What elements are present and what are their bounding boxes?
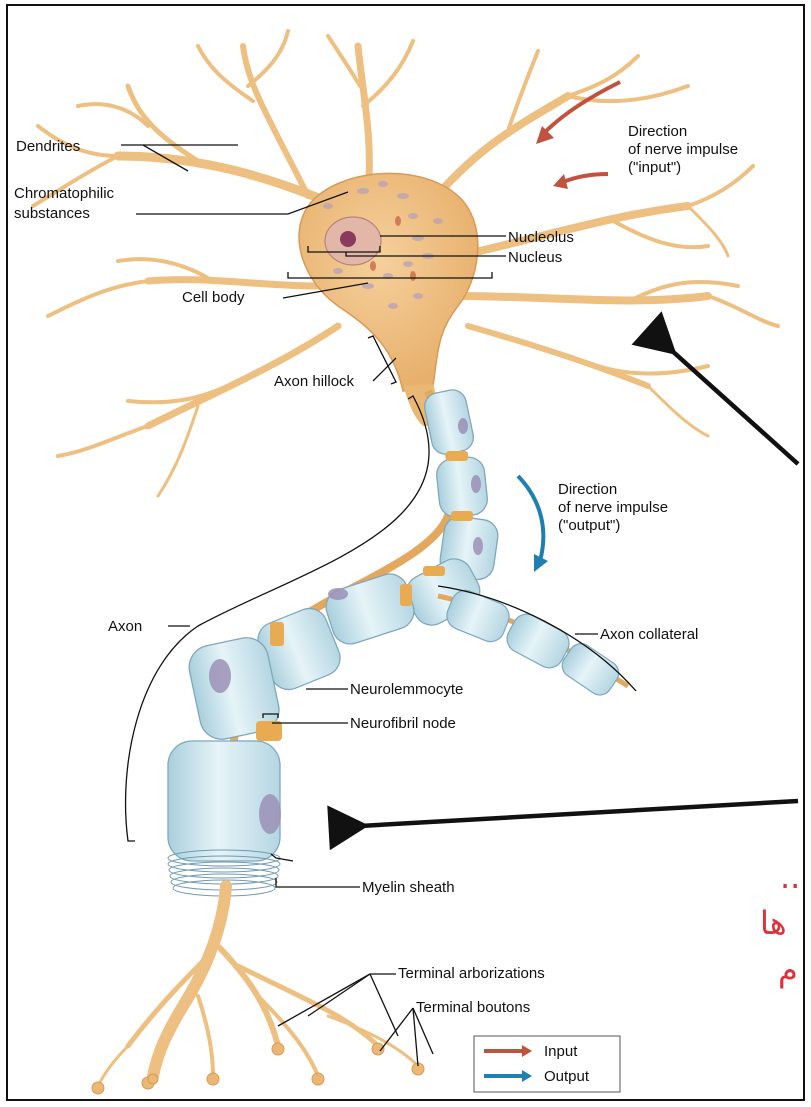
axon bbox=[168, 387, 628, 896]
terminal-boutons bbox=[92, 1043, 424, 1094]
label-cell-body: Cell body bbox=[182, 289, 245, 306]
neuron-diagram: Dendrites Chromatophilic substances Dire… bbox=[8, 6, 805, 1101]
label-terminal-arborizations: Terminal arborizations bbox=[398, 965, 545, 982]
legend-output-label: Output bbox=[544, 1068, 590, 1085]
nucleolus bbox=[340, 231, 356, 247]
label-dir-in-3: ("input") bbox=[628, 159, 681, 176]
label-neurolemmocyte: Neurolemmocyte bbox=[350, 681, 463, 698]
label-neurofibril-node: Neurofibril node bbox=[350, 715, 456, 732]
label-dir-in-2: of nerve impulse bbox=[628, 141, 738, 158]
label-dir-out-2: of nerve impulse bbox=[558, 499, 668, 516]
arabic-fragment-3: م bbox=[778, 951, 798, 989]
legend-input-label: Input bbox=[544, 1043, 578, 1060]
diagram-frame: Dendrites Chromatophilic substances Dire… bbox=[6, 4, 805, 1101]
label-nucleus: Nucleus bbox=[508, 249, 562, 266]
output-direction-arrow bbox=[518, 476, 548, 572]
label-chromatophilic-1: Chromatophilic bbox=[14, 185, 115, 202]
label-dir-out-1: Direction bbox=[558, 481, 617, 498]
label-axon-hillock: Axon hillock bbox=[274, 373, 355, 390]
arabic-fragment-2: ها bbox=[760, 904, 787, 942]
input-arrowhead-2 bbox=[553, 174, 568, 189]
legend: Input Output bbox=[474, 1036, 620, 1092]
terminal-arborizations bbox=[98, 886, 418, 1086]
label-nucleolus: Nucleolus bbox=[508, 229, 574, 246]
label-axon: Axon bbox=[108, 618, 142, 635]
label-myelin-sheath: Myelin sheath bbox=[362, 879, 455, 896]
label-terminal-boutons: Terminal boutons bbox=[416, 999, 530, 1016]
label-dendrites: Dendrites bbox=[16, 138, 80, 155]
label-axon-collateral: Axon collateral bbox=[600, 626, 698, 643]
label-chromatophilic-2: substances bbox=[14, 205, 90, 222]
label-dir-out-3: ("output") bbox=[558, 517, 620, 534]
label-dir-in-1: Direction bbox=[628, 123, 687, 140]
arabic-annotation: .. ها م bbox=[760, 858, 800, 989]
arabic-fragment-1: .. bbox=[780, 858, 800, 896]
